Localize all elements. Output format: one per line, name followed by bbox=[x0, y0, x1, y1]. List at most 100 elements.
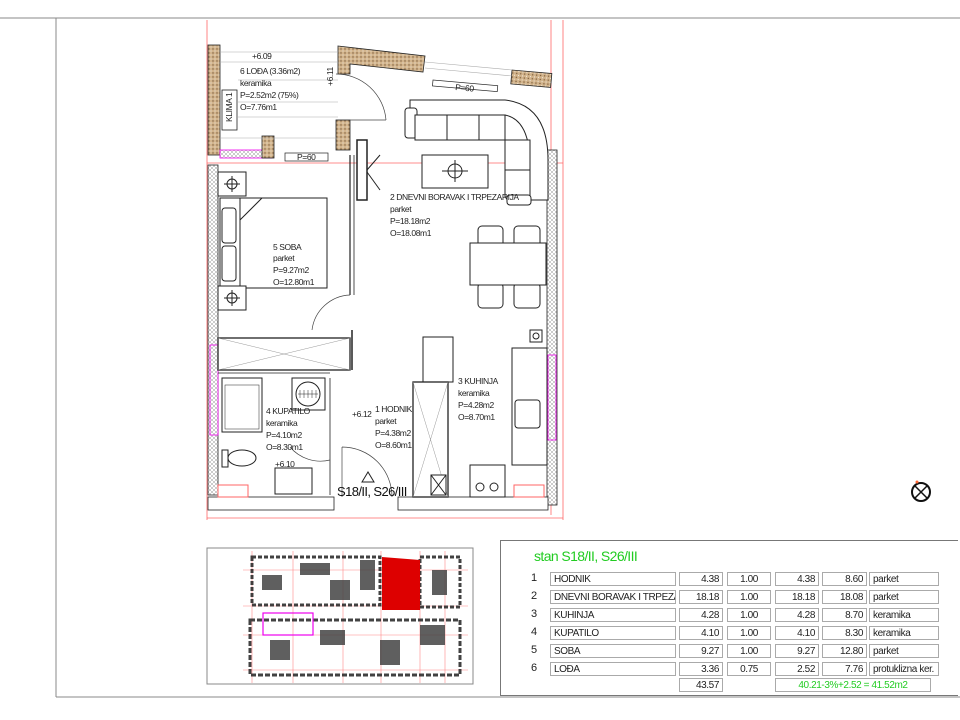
room-floor: parket bbox=[390, 204, 412, 214]
table-title: stan S18/II, S26/III bbox=[534, 548, 638, 564]
room-floor: keramika bbox=[240, 78, 272, 88]
cell-n: 6 bbox=[531, 662, 538, 674]
cell-floor: parket bbox=[869, 590, 939, 604]
bathroom-fixtures bbox=[217, 377, 545, 498]
cell-coef: 1.00 bbox=[727, 572, 771, 586]
room-perimeter: O=8.30m1 bbox=[266, 442, 303, 452]
cell-name: KUHINJA bbox=[550, 608, 676, 622]
entrance-arrow-icon bbox=[361, 471, 375, 483]
room-name: 4 KUPATILO bbox=[266, 406, 311, 416]
room-area: P=9.27m2 bbox=[273, 265, 309, 275]
cell-perim: 7.76 bbox=[822, 662, 867, 676]
level-mark: +6.12 bbox=[352, 409, 372, 419]
kitchen-fixtures bbox=[412, 329, 548, 498]
cell-floor: parket bbox=[869, 572, 939, 586]
cell-perim: 8.60 bbox=[822, 572, 867, 586]
cell-n: 1 bbox=[531, 572, 538, 584]
cell-coef: 1.00 bbox=[727, 626, 771, 640]
sofa bbox=[404, 99, 549, 206]
cell-area: 9.27 bbox=[679, 644, 723, 658]
cell-n: 2 bbox=[531, 590, 538, 602]
room-perimeter: O=12.80m1 bbox=[273, 277, 315, 287]
cell-area: 4.28 bbox=[679, 608, 723, 622]
cell-net: 9.27 bbox=[775, 644, 819, 658]
room-perimeter: O=7.76m1 bbox=[240, 102, 277, 112]
window-label: P=60 bbox=[297, 152, 316, 162]
wardrobe bbox=[217, 337, 351, 371]
cell-name: LOĐA bbox=[550, 662, 676, 676]
cell-net: 4.28 bbox=[775, 608, 819, 622]
level-mark: +6.09 bbox=[252, 51, 272, 61]
cell-area: 18.18 bbox=[679, 590, 723, 604]
table-total-row: 43.57 40.21-3%+2.52 = 41.52m2 bbox=[501, 678, 959, 693]
cell-net: 2.52 bbox=[775, 662, 819, 676]
room-name: 6 LOĐA (3.36m2) bbox=[240, 66, 301, 76]
room-label-bathroom: 4 KUPATILO keramika P=4.10m2 O=8.30m1 +6… bbox=[266, 406, 311, 469]
room-area: P=18.18m2 bbox=[390, 216, 431, 226]
room-floor: keramika bbox=[266, 418, 298, 428]
cell-coef: 1.00 bbox=[727, 608, 771, 622]
cell-floor: keramika bbox=[869, 608, 939, 622]
room-name: 2 DNEVNI BORAVAK I TRPEZARIJA bbox=[390, 192, 519, 202]
cell-perim: 8.30 bbox=[822, 626, 867, 640]
unit-label: S18/II, S26/III bbox=[337, 484, 407, 499]
cell-net: 4.38 bbox=[775, 572, 819, 586]
room-label-living: 2 DNEVNI BORAVAK I TRPEZARIJA parket P=1… bbox=[390, 192, 520, 238]
cell-area: 3.36 bbox=[679, 662, 723, 676]
room-floor: parket bbox=[375, 416, 397, 426]
north-compass-icon bbox=[911, 480, 931, 502]
level-mark: +6.10 bbox=[275, 459, 295, 469]
cell-perim: 18.08 bbox=[822, 590, 867, 604]
ac-label: KLIMA 1 bbox=[224, 92, 234, 122]
sheet-frame bbox=[0, 17, 960, 698]
room-label-hall: +6.12 1 HODNIK parket P=4.38m2 O=8.60m1 bbox=[352, 404, 413, 450]
cell-n: 5 bbox=[531, 644, 538, 656]
walls bbox=[207, 44, 558, 511]
nightstands bbox=[217, 171, 247, 311]
room-area: P=4.10m2 bbox=[266, 430, 302, 440]
key-plan-thumbnail bbox=[206, 547, 474, 685]
cell-name: DNEVNI BORAVAK I TRPEZARIJA bbox=[550, 590, 676, 604]
cell-coef: 0.75 bbox=[727, 662, 771, 676]
room-label-kitchen: 3 KUHINJA keramika P=4.28m2 O=8.70m1 bbox=[458, 376, 499, 422]
cell-n: 4 bbox=[531, 626, 538, 638]
cell-n: 3 bbox=[531, 608, 538, 620]
tv bbox=[356, 139, 381, 201]
room-floor: keramika bbox=[458, 388, 490, 398]
ac-unit bbox=[221, 89, 238, 131]
loggia-railing bbox=[220, 51, 513, 139]
bed bbox=[219, 197, 328, 289]
room-perimeter: O=8.70m1 bbox=[458, 412, 495, 422]
room-label-bedroom: 5 SOBA parket P=9.27m2 O=12.80m1 bbox=[273, 242, 315, 287]
total-area: 43.57 bbox=[679, 678, 723, 692]
cell-floor: keramika bbox=[869, 626, 939, 640]
cell-floor: parket bbox=[869, 644, 939, 658]
room-name: 5 SOBA bbox=[273, 242, 302, 252]
cell-area: 4.10 bbox=[679, 626, 723, 640]
cell-net: 4.10 bbox=[775, 626, 819, 640]
room-name: 1 HODNIK bbox=[375, 404, 413, 414]
room-perimeter: O=8.60m1 bbox=[375, 440, 412, 450]
cell-area: 4.38 bbox=[679, 572, 723, 586]
cell-floor: protuklizna ker. bbox=[869, 662, 939, 676]
level-mark: +6.11 bbox=[325, 66, 335, 86]
room-label-loggia: 6 LOĐA (3.36m2) keramika P=2.52m2 (75%) … bbox=[240, 66, 301, 112]
window-marks bbox=[284, 79, 499, 162]
room-floor: parket bbox=[273, 253, 295, 263]
cell-perim: 12.80 bbox=[822, 644, 867, 658]
dining-set bbox=[469, 225, 547, 309]
window-label: P=60 bbox=[455, 82, 475, 94]
cell-name: HODNIK bbox=[550, 572, 676, 586]
room-area: P=2.52m2 (75%) bbox=[240, 90, 299, 100]
room-name: 3 KUHINJA bbox=[458, 376, 499, 386]
room-perimeter: O=18.08m1 bbox=[390, 228, 432, 238]
room-area: P=4.38m2 bbox=[375, 428, 411, 438]
cell-net: 18.18 bbox=[775, 590, 819, 604]
